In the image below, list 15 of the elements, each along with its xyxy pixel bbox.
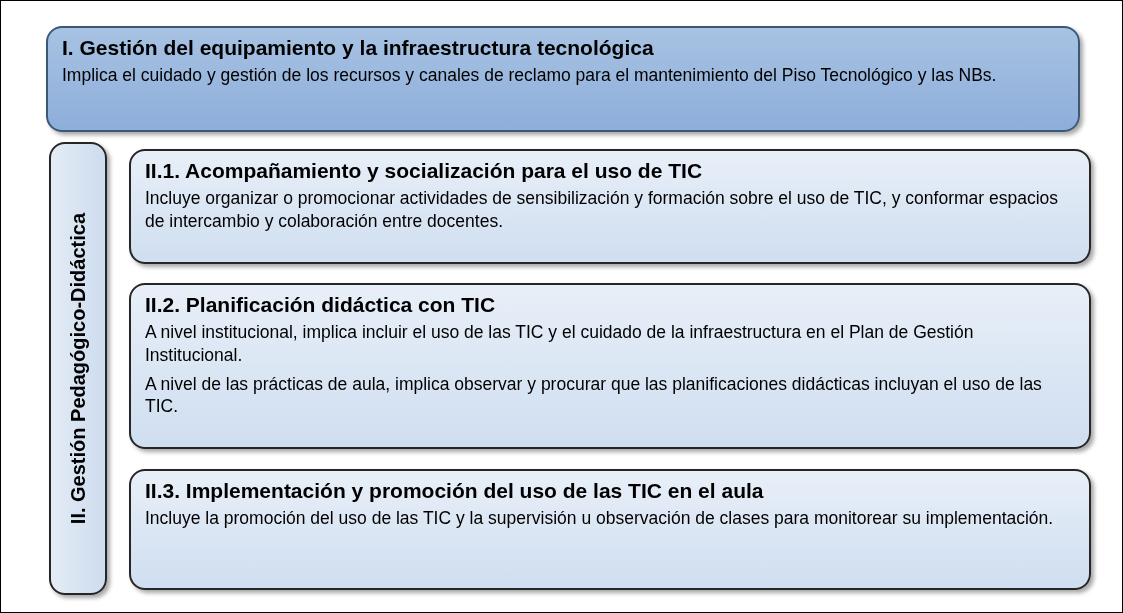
section-heading: II.2. Planificación didáctica con TIC xyxy=(145,293,497,317)
description-text: A nivel institucional, implica incluir el uso de las TIC y el cuidado de la infraestructura en el Plan de Gestión Institucional. xyxy=(145,321,975,367)
description-text: Incluye la promoción del uso de las TIC y la supervisión u observación de clases para monitorear su implementación. xyxy=(145,507,1055,530)
description-text: A nivel de las prácticas de aula, implica observar y procurar que las planificaciones didácticas incluyan el uso de las TIC. xyxy=(145,372,1043,418)
section-heading: II.3. Implementación y promoción del uso de las TIC en el aula xyxy=(145,479,765,503)
rounded-box xyxy=(129,149,1091,264)
section-heading: II.1. Acompañamiento y socialización para el uso de TIC xyxy=(145,159,704,183)
rounded-box xyxy=(129,283,1091,449)
section-heading: I. Gestión del equipamiento y la infraestructura tecnológica xyxy=(62,36,655,60)
description-text: Implica el cuidado y gestión de los recursos y canales de reclamo para el mantenimiento del Piso Tecnológico y las NBs. xyxy=(62,64,998,87)
section-label: II. Gestión Pedagógico-Didáctica xyxy=(66,212,90,525)
rounded-box xyxy=(46,26,1080,132)
rounded-box xyxy=(129,469,1091,590)
vertical-band xyxy=(49,142,107,595)
description-text: Incluye organizar o promocionar actividades de sensibilización y formación sobre el uso de TIC, y conformar espacios de intercambio y colaboración entre docentes. xyxy=(145,187,1060,233)
